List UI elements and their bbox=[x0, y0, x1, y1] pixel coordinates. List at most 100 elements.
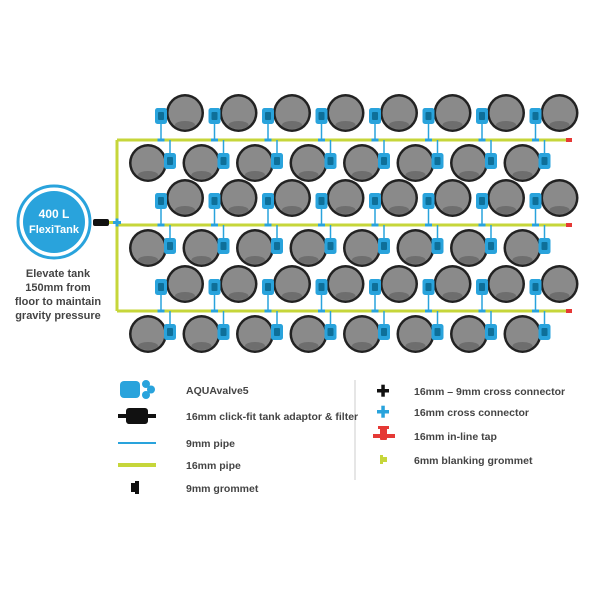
cross-connector-16mm bbox=[425, 309, 432, 313]
blanking-grommet-icon bbox=[380, 455, 387, 464]
aquavalve5 bbox=[431, 238, 444, 254]
aquavalve5 bbox=[476, 108, 488, 124]
legend-label: 16mm – 9mm cross connector bbox=[414, 386, 565, 398]
pipe-end-cap bbox=[566, 138, 572, 142]
pot bbox=[129, 315, 167, 353]
cross-connector-16mm bbox=[264, 309, 272, 313]
aquavalve5 bbox=[217, 153, 230, 169]
pot-medium bbox=[436, 181, 469, 215]
pot-shade bbox=[549, 206, 570, 214]
pot-medium bbox=[436, 267, 469, 301]
aquavalve5 bbox=[271, 153, 283, 169]
pot-medium bbox=[222, 267, 255, 301]
valve-inlet bbox=[167, 157, 173, 165]
pot-shade bbox=[175, 206, 195, 214]
pot-medium bbox=[275, 96, 309, 130]
valve-inlet bbox=[372, 197, 378, 205]
aquavalve5 bbox=[538, 324, 551, 340]
cross-connector-16mm bbox=[318, 309, 325, 313]
aquavalve5 bbox=[485, 238, 497, 254]
pot-shade bbox=[405, 342, 426, 350]
legend-left: AQUAvalve5 16mm click-fit tank adaptor &… bbox=[118, 380, 358, 495]
flexitank-inner bbox=[23, 191, 85, 253]
legend-item-aquavalve5: AQUAvalve5 bbox=[120, 380, 249, 399]
pot bbox=[182, 229, 221, 267]
grow-system bbox=[108, 94, 579, 353]
cross-connector-16mm bbox=[211, 138, 218, 142]
cross-connector-16mm bbox=[532, 309, 539, 313]
pot bbox=[396, 144, 435, 182]
legend-right: 16mm – 9mm cross connector 16mm cross co… bbox=[373, 384, 565, 467]
aquavalve5 bbox=[315, 108, 328, 124]
pot-medium bbox=[292, 231, 325, 265]
aquavalve5 bbox=[262, 279, 274, 295]
pot-shade bbox=[228, 292, 249, 300]
cross-connector-16mm bbox=[157, 223, 165, 227]
valve-inlet bbox=[265, 283, 271, 291]
pot-shade bbox=[549, 292, 570, 300]
valve-inlet bbox=[318, 283, 325, 291]
pot-shade bbox=[405, 256, 426, 264]
valve-inlet bbox=[381, 328, 387, 336]
valve-inlet bbox=[211, 197, 218, 205]
tank-capacity: 400 L bbox=[39, 207, 70, 221]
cross-connector-16mm bbox=[478, 223, 486, 227]
aquavalve5 bbox=[476, 193, 488, 209]
aquavalve5 bbox=[217, 238, 230, 254]
cross-connector-16mm-icon bbox=[377, 405, 389, 418]
pot-medium bbox=[489, 181, 523, 215]
aquavalve5 bbox=[315, 193, 328, 209]
pot-medium bbox=[345, 317, 379, 351]
aquavalve5 bbox=[164, 238, 176, 254]
pot-shade bbox=[512, 256, 533, 264]
cross-connector-16mm bbox=[157, 309, 165, 313]
pot bbox=[236, 144, 274, 182]
aquavalve5 bbox=[262, 108, 274, 124]
pot-medium bbox=[382, 181, 416, 215]
cross-connector-16mm bbox=[532, 223, 539, 227]
pot bbox=[166, 265, 204, 303]
pot-medium bbox=[382, 267, 416, 301]
aquavalve5 bbox=[431, 324, 444, 340]
aquavalve5 bbox=[208, 108, 221, 124]
pot-medium bbox=[452, 317, 486, 351]
legend-label: 16mm click-fit tank adaptor & filter bbox=[186, 411, 358, 423]
pot bbox=[236, 315, 274, 353]
valve-inlet bbox=[274, 328, 280, 336]
pot-shade bbox=[389, 292, 409, 300]
aquavalve5 bbox=[422, 193, 435, 209]
cross-connector-16mm bbox=[478, 138, 486, 142]
aquavalve5 bbox=[208, 193, 221, 209]
pot-medium bbox=[131, 317, 165, 351]
pot-shade bbox=[496, 121, 516, 129]
pot-medium bbox=[292, 146, 325, 180]
valve-inlet bbox=[425, 283, 432, 291]
pot-medium bbox=[452, 231, 486, 265]
aquavalve5 bbox=[422, 279, 435, 295]
pot-medium bbox=[489, 96, 523, 130]
aquavalve5 bbox=[155, 193, 167, 209]
pot-medium bbox=[543, 267, 576, 301]
pot-medium bbox=[399, 146, 432, 180]
aquavalve5 bbox=[369, 279, 381, 295]
pot bbox=[487, 94, 525, 132]
pot-medium bbox=[329, 96, 362, 130]
legend-item-16mm-cross: 16mm cross connector bbox=[377, 405, 529, 419]
valve-inlet bbox=[220, 157, 227, 165]
flexitank: 400 L FlexiTank bbox=[16, 184, 92, 260]
pot-medium bbox=[329, 267, 362, 301]
pot bbox=[503, 229, 542, 267]
aquavalve5 bbox=[378, 238, 390, 254]
pot-medium bbox=[506, 317, 539, 351]
pot bbox=[433, 265, 472, 303]
pot-medium bbox=[292, 317, 325, 351]
legend-item-tank-adaptor: 16mm click-fit tank adaptor & filter bbox=[118, 408, 358, 424]
pot-shade bbox=[459, 171, 479, 179]
pot-shade bbox=[442, 292, 463, 300]
aquavalve5 bbox=[262, 193, 274, 209]
cross-connector-16-9mm-icon bbox=[377, 384, 389, 397]
pot-medium bbox=[168, 96, 202, 130]
pot-shade bbox=[512, 342, 533, 350]
pot bbox=[396, 229, 435, 267]
